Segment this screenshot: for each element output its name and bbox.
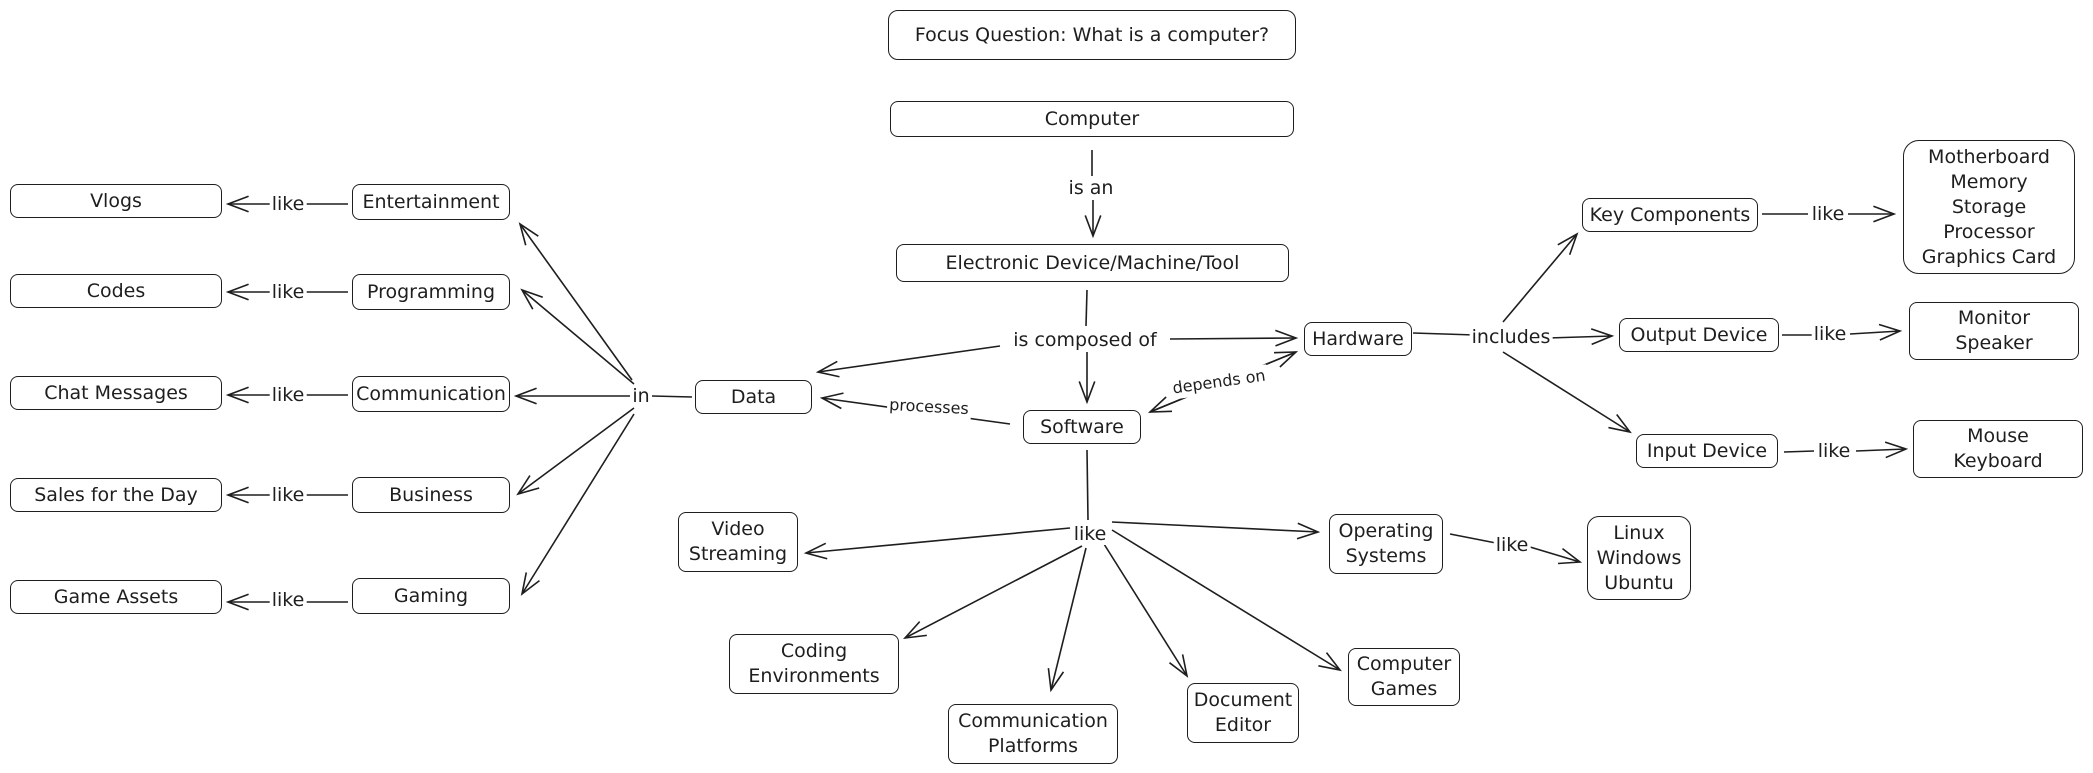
arrowhead (1590, 328, 1615, 346)
connector-line (517, 407, 635, 495)
sales-node: Sales for the Day (10, 478, 222, 512)
arrowhead (1084, 215, 1102, 239)
connector-line (1086, 449, 1089, 521)
output-list: Monitor Speaker (1909, 302, 2079, 360)
connector-line (1050, 547, 1087, 691)
computer-games-node: Computer Games (1348, 648, 1460, 706)
link-label-like-software: like (1071, 523, 1109, 545)
arrowhead (1296, 522, 1321, 540)
arrowhead (1275, 329, 1299, 347)
connector-line (651, 395, 693, 398)
video-streaming-node: Video Streaming (678, 512, 798, 572)
connector-line (1502, 351, 1631, 433)
software-node: Software (1023, 410, 1141, 444)
arrowhead (1147, 396, 1173, 413)
arrowhead (1557, 548, 1583, 565)
arrowhead (1557, 232, 1579, 256)
business-node: Business (352, 477, 510, 513)
connector-line (805, 527, 1071, 554)
hardware-node: Hardware (1304, 322, 1412, 356)
arrowhead (819, 392, 844, 410)
connector-line (1412, 332, 1476, 336)
focus-question-box: Focus Question: What is a computer? (888, 10, 1296, 60)
link-label-is-composed-of: is composed of (1011, 329, 1159, 351)
connector-line (1529, 546, 1581, 563)
connector-line (1103, 543, 1188, 677)
data-node: Data (695, 380, 812, 414)
communication-node: Communication (352, 376, 510, 412)
device-node: Electronic Device/Machine/Tool (896, 244, 1289, 282)
arrowhead (518, 222, 539, 246)
connector-line (1111, 521, 1319, 533)
arrowhead (803, 542, 828, 560)
link-label-processes: processes (886, 393, 972, 421)
arrowhead (1884, 441, 1909, 459)
connector-line (1502, 233, 1578, 323)
key-components-list: Motherboard Memory Storage Processor Gra… (1903, 140, 2075, 274)
connector-line (817, 345, 1001, 373)
arrowhead (225, 386, 249, 404)
connector-line (1547, 335, 1613, 339)
connector-line (1449, 533, 1497, 544)
arrowhead (520, 288, 544, 310)
arrowhead (1878, 323, 1903, 341)
input-list: Mouse Keyboard (1913, 420, 2083, 478)
link-label-includes: includes (1469, 326, 1553, 348)
entertainment-node: Entertainment (352, 184, 510, 220)
link-label-like-key-components: like (1809, 203, 1847, 225)
connector-line (1111, 529, 1341, 671)
link-label-like-game-assets: like (269, 589, 307, 611)
arrowhead (513, 387, 537, 405)
arrowhead (1047, 668, 1065, 693)
output-device-node: Output Device (1619, 318, 1779, 352)
link-label-in: in (630, 385, 652, 407)
chat-messages-node: Chat Messages (10, 376, 222, 410)
document-editor-node: Document Editor (1187, 683, 1299, 743)
link-label-like-codes: like (269, 281, 307, 303)
link-label-like-os: like (1493, 534, 1531, 556)
gaming-node: Gaming (352, 578, 510, 614)
connector-line (1085, 289, 1088, 327)
arrowhead (225, 283, 249, 301)
arrowhead (225, 593, 249, 611)
link-label-like-output: like (1811, 323, 1849, 345)
connector-line (519, 223, 633, 381)
link-label-like-vlogs: like (269, 193, 307, 215)
link-label-like-sales: like (269, 484, 307, 506)
arrowhead (516, 475, 540, 496)
arrowhead (1168, 654, 1189, 678)
communication-platforms-node: Communication Platforms (948, 704, 1118, 764)
arrowhead (902, 621, 927, 640)
link-label-like-chat: like (269, 384, 307, 406)
connector-line (1849, 330, 1901, 335)
arrowhead (1078, 381, 1096, 405)
connector-line (1169, 337, 1297, 340)
arrowhead (225, 486, 249, 504)
programming-node: Programming (352, 274, 510, 310)
connector-line (1783, 450, 1815, 453)
os-list-node: Linux Windows Ubuntu (1587, 516, 1691, 600)
connector-line (521, 289, 635, 385)
codes-node: Codes (10, 274, 222, 308)
connector-line (1855, 448, 1907, 452)
arrowhead (1873, 205, 1897, 223)
link-label-is-an: is an (1066, 177, 1116, 199)
operating-systems-node: Operating Systems (1329, 514, 1443, 574)
game-assets-node: Game Assets (10, 580, 222, 614)
arrowhead (815, 360, 840, 378)
arrowhead (520, 572, 540, 596)
arrowhead (225, 195, 249, 213)
coding-environments-node: Coding Environments (729, 634, 899, 694)
key-components-node: Key Components (1582, 198, 1758, 232)
connector-line (521, 413, 635, 595)
input-device-node: Input Device (1636, 434, 1778, 468)
connector-line (904, 545, 1083, 639)
arrowhead (1608, 413, 1632, 434)
vlogs-node: Vlogs (10, 184, 222, 218)
arrowhead (1318, 652, 1342, 672)
computer-node: Computer (890, 101, 1294, 137)
link-label-like-input: like (1815, 440, 1853, 462)
